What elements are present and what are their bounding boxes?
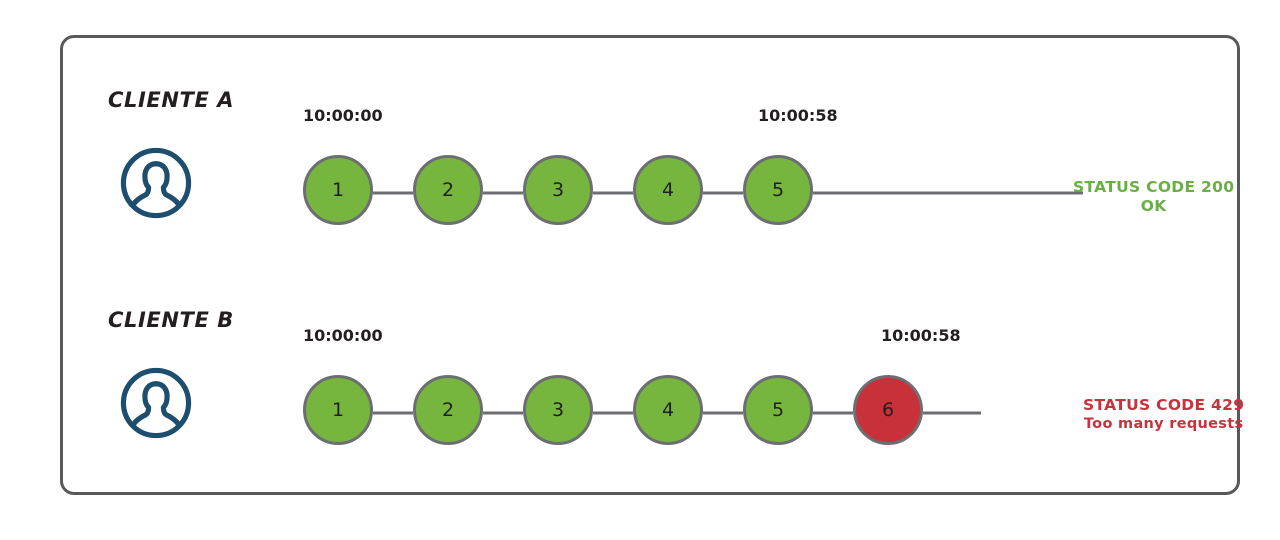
status-text-b: Too many requests [1083,416,1244,433]
status-code-a: STATUS CODE 200 [1073,178,1235,196]
request-node[interactable]: 2 [413,375,483,445]
client-a-label: CLIENTE A [108,88,235,112]
connector [703,191,743,195]
time-end-b: 10:00:58 [881,326,961,345]
request-node[interactable]: 5 [743,155,813,225]
connector [483,191,523,195]
diagram-frame: CLIENTE A 10:00:00 10:00:58 1 2 [60,35,1244,495]
timeline-client-b: 10:00:00 10:00:58 1 2 3 4 5 6 STATUS COD… [303,278,1244,488]
connector [813,411,853,415]
connector [373,411,413,415]
connector [373,191,413,195]
user-avatar-icon [119,146,193,220]
response-line-b [923,411,981,415]
status-code-b: STATUS CODE 429 [1083,396,1245,414]
request-node[interactable]: 4 [633,155,703,225]
request-node[interactable]: 1 [303,375,373,445]
connector [593,411,633,415]
user-avatar-icon [119,366,193,440]
response-line-a [813,191,1083,195]
status-badge-a: STATUS CODE 200 OK [1073,178,1234,217]
connector [703,411,743,415]
request-node[interactable]: 5 [743,375,813,445]
time-start-a: 10:00:00 [303,106,383,125]
request-node[interactable]: 1 [303,155,373,225]
client-row-a: CLIENTE A 10:00:00 10:00:58 1 2 [63,58,1237,268]
request-node[interactable]: 3 [523,375,593,445]
status-text-a: OK [1140,197,1167,216]
request-node[interactable]: 2 [413,155,483,225]
connector [483,411,523,415]
timeline-client-a: 10:00:00 10:00:58 1 2 3 4 5 STATUS CODE … [303,58,1237,268]
client-row-b: CLIENTE B 10:00:00 10:00:58 1 [63,278,1244,488]
time-start-b: 10:00:00 [303,326,383,345]
status-badge-b: STATUS CODE 429 Too many requests [1083,396,1244,434]
request-node-blocked[interactable]: 6 [853,375,923,445]
request-node[interactable]: 4 [633,375,703,445]
request-node[interactable]: 3 [523,155,593,225]
connector [593,191,633,195]
time-end-a: 10:00:58 [758,106,838,125]
client-b-label: CLIENTE B [108,308,234,332]
